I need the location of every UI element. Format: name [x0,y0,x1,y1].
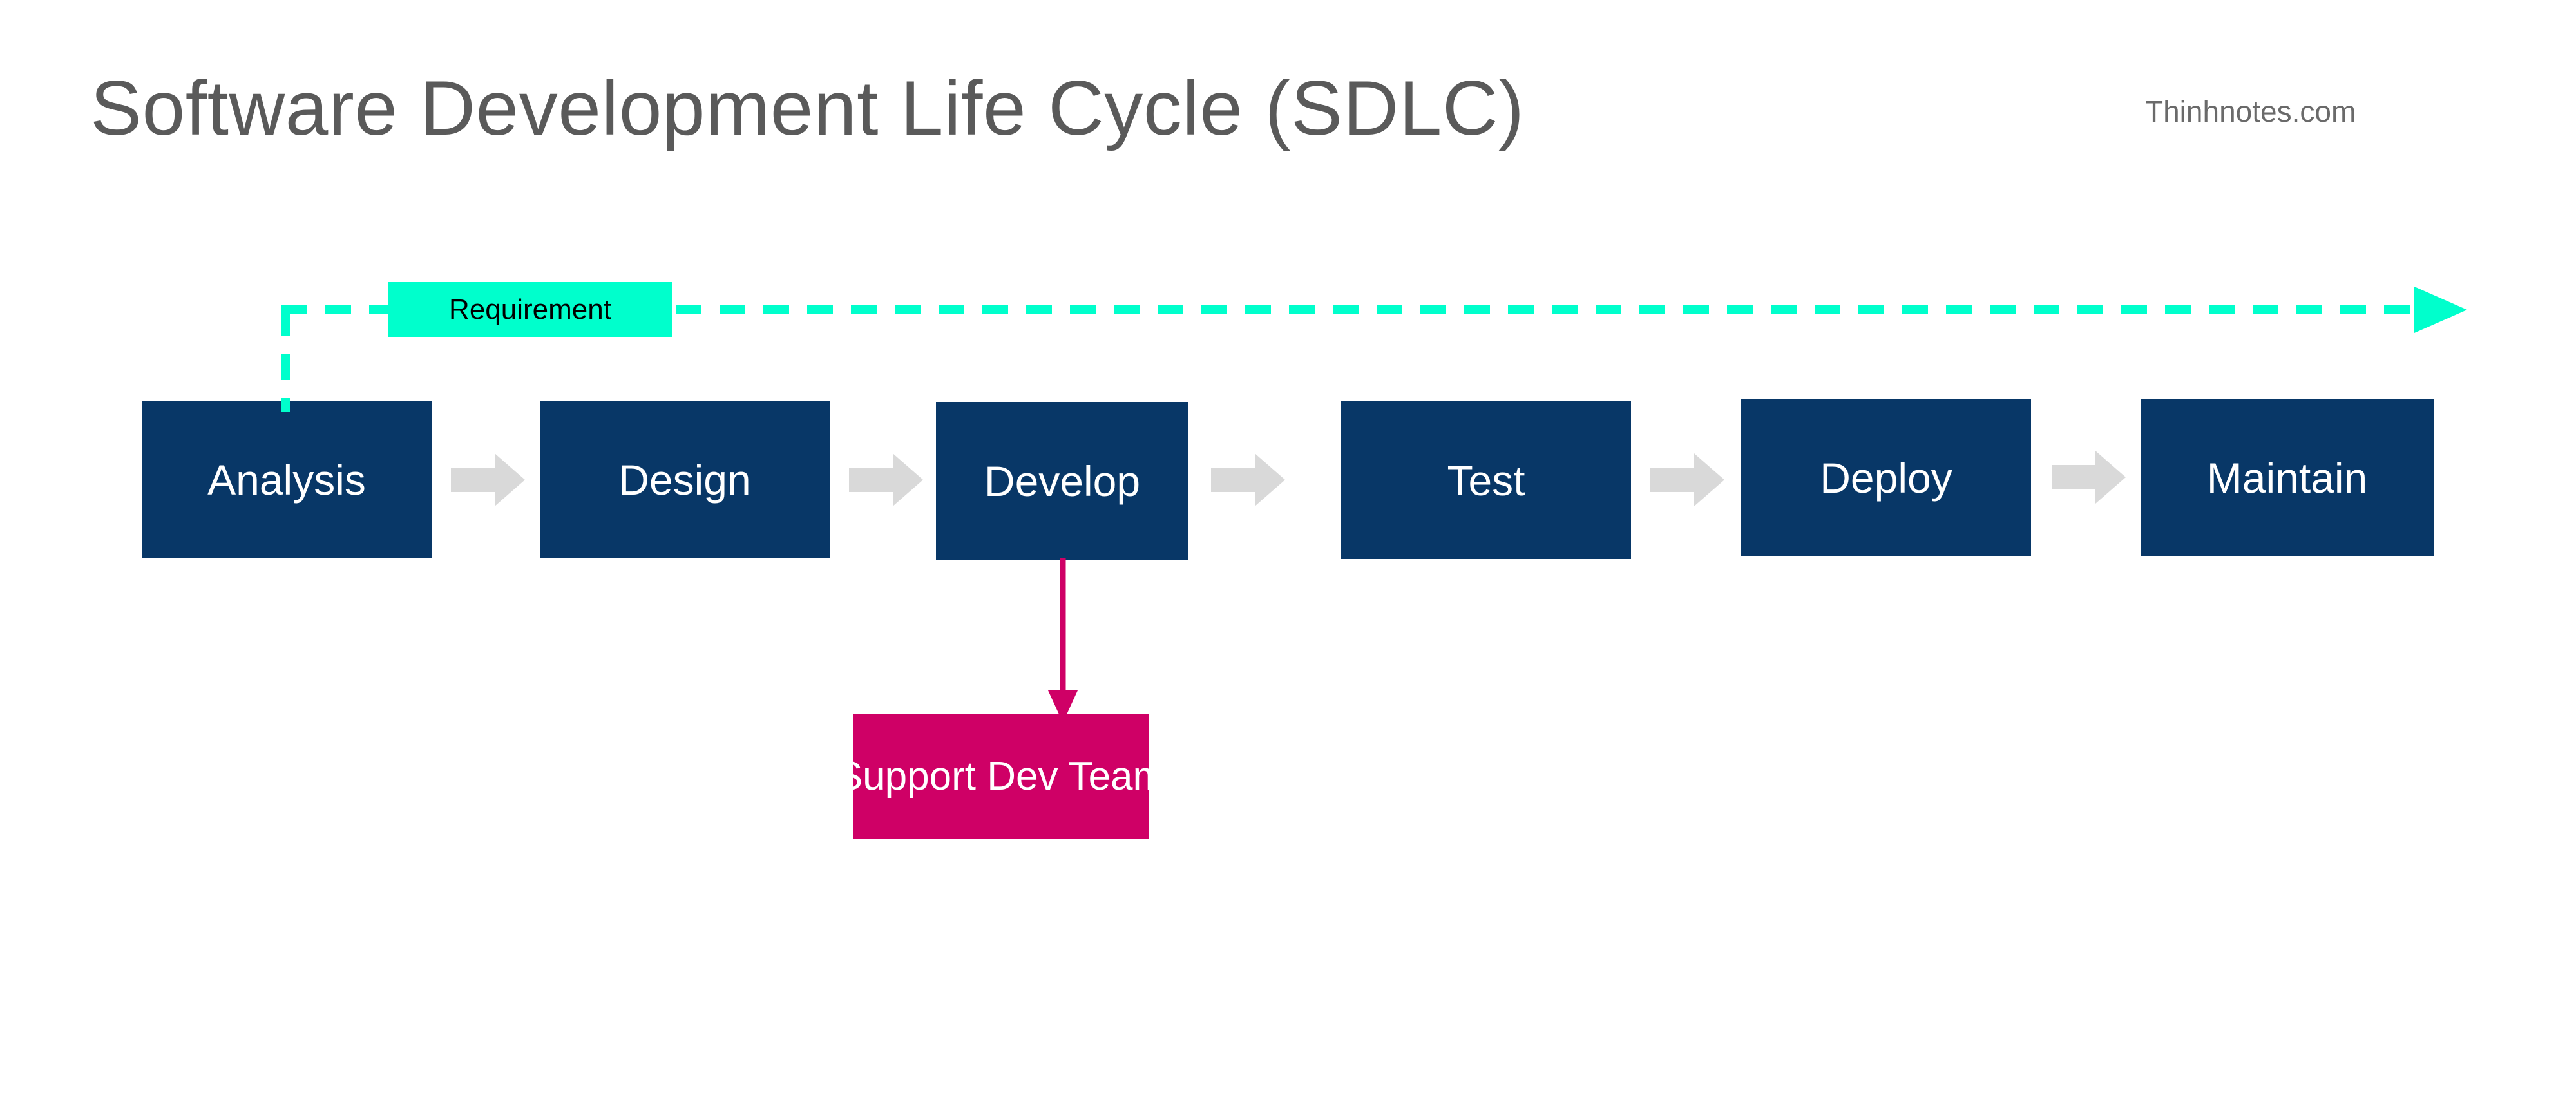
flow-arrow-icon-5 [2052,451,2126,504]
flow-arrow-icon-4 [1650,453,1724,506]
stage-box-design[interactable]: Design [540,401,830,558]
flow-arrow-icon-3 [1211,453,1285,506]
stage-label-test: Test [1447,456,1525,504]
watermark-label: Thinhnotes.com [2145,95,2356,128]
feedback-arrowhead-icon [2414,287,2467,333]
stage-box-develop[interactable]: Develop [936,402,1188,560]
stage-box-test[interactable]: Test [1341,401,1631,559]
flow-arrow-icon-1 [451,453,525,506]
support-dev-team-label: Support Dev Team [835,754,1167,799]
page-title: Software Development Life Cycle (SDLC) [90,65,1525,151]
stage-label-design: Design [618,455,751,504]
stage-box-maintain[interactable]: Maintain [2141,399,2434,556]
requirement-label-text: Requirement [449,294,611,325]
stage-label-maintain: Maintain [2206,453,2368,502]
stage-label-deploy: Deploy [1820,453,1952,502]
stage-box-deploy[interactable]: Deploy [1741,399,2031,556]
stage-box-analysis[interactable]: Analysis [142,401,432,558]
stage-label-analysis: Analysis [207,455,366,504]
requirement-label-box[interactable]: Requirement [388,282,672,337]
support-dev-team-box[interactable]: Support Dev Team [836,714,1166,839]
stage-label-develop: Develop [984,457,1141,505]
flow-arrow-icon-2 [849,453,923,506]
